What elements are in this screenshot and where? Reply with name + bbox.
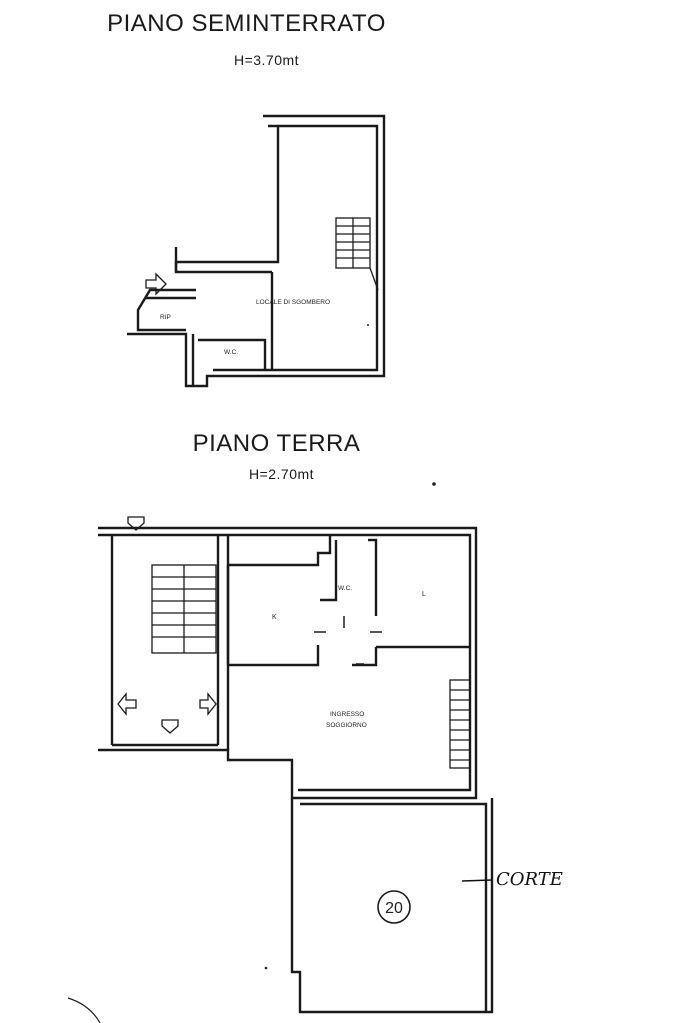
scan-specks — [264, 324, 436, 970]
property-number: 20 — [385, 900, 403, 917]
property-number-badge: 20 — [377, 890, 411, 924]
ground-stair — [151, 564, 471, 769]
ground-floor-height: H=2.70mt — [248, 466, 315, 482]
label-locale-sgombero: LOCALE DI SGOMBERO — [256, 299, 330, 306]
label-ground-wc: W.C. — [338, 585, 352, 592]
corte-label: CORTE — [496, 869, 563, 890]
label-kitchen: K — [272, 614, 277, 621]
basement-height: H=3.70mt — [233, 52, 300, 68]
entry-arrow-basement — [145, 272, 167, 296]
corte-annotation: CORTE — [461, 869, 563, 890]
label-living-l: L — [422, 591, 426, 598]
ground-floor-walls — [98, 526, 478, 800]
room-tick-marks — [268, 616, 382, 761]
basement-walls — [127, 114, 386, 388]
entry-arrows — [117, 516, 217, 734]
basement-title: PIANO SEMINTERRATO — [107, 10, 386, 37]
corner-arc-mark — [67, 997, 101, 1023]
label-soggiorno: SOGGIORNO — [326, 722, 367, 729]
label-basement-wc: W.C. — [224, 349, 238, 356]
ground-floor-title: PIANO TERRA — [192, 430, 361, 457]
courtyard-outline — [290, 798, 494, 1014]
label-ingresso: INGRESSO — [330, 711, 364, 718]
label-rip: RIP — [160, 314, 171, 321]
basement-stair — [335, 217, 379, 291]
